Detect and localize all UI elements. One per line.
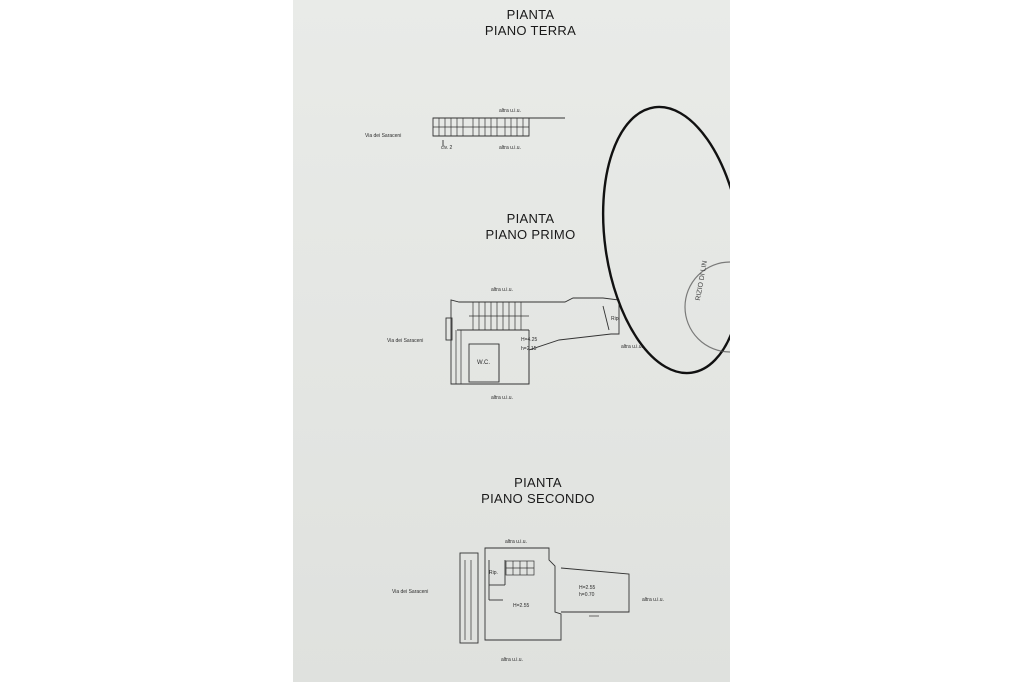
second-rip-label: Rip. <box>489 570 498 576</box>
ground-title-line2: PIANO TERRA <box>484 23 577 38</box>
ground-top-label: altra u.i.u. <box>499 108 521 114</box>
oval-annotation <box>601 105 730 375</box>
ground-title-line1: PIANTA <box>506 7 555 22</box>
floor-plan-sheet: PIANTA PIANO TERRA PIANTA PIANO PRIMO PI… <box>293 0 730 682</box>
second-street-label: Via dei Saraceni <box>392 589 429 595</box>
first-rip-label: Rip. <box>611 316 620 322</box>
first-bottom-label: altra u.i.u. <box>491 395 513 401</box>
ground-civic-label: civ. 2 <box>441 145 453 151</box>
second-right-label: altra u.i.u. <box>642 597 664 603</box>
second-right-height-1: H=2.55 <box>579 585 596 591</box>
first-floor-plan <box>445 297 620 385</box>
second-right-height-2: h=0.70 <box>579 592 595 598</box>
ground-street-label: Via dei Saraceni <box>365 133 402 139</box>
stamp-mark <box>684 261 730 353</box>
second-room-height: H=2.55 <box>513 603 530 609</box>
second-title-line2: PIANO SECONDO <box>481 491 595 506</box>
first-room-height-1: H=4.25 <box>521 337 538 343</box>
first-room-height-2: h=2.15 <box>521 346 537 352</box>
ground-bottom-label: altra u.i.u. <box>499 145 521 151</box>
first-title-line1: PIANTA <box>506 211 555 226</box>
first-street-label: Via dei Saraceni <box>387 338 424 344</box>
second-floor-title: PIANTA PIANO SECONDO <box>453 475 623 507</box>
ground-floor-title: PIANTA PIANO TERRA <box>453 7 608 39</box>
first-title-line2: PIANO PRIMO <box>485 227 576 242</box>
first-right-label: altra u.i.u. <box>621 344 643 350</box>
first-floor-title: PIANTA PIANO PRIMO <box>453 211 608 243</box>
ground-floor-plan <box>432 117 565 146</box>
second-bottom-label: altra u.i.u. <box>501 657 523 663</box>
wc-label: W.C. <box>477 360 490 366</box>
first-top-label: altra u.i.u. <box>491 287 513 293</box>
second-floor-plan <box>459 547 630 644</box>
second-top-label: altra u.i.u. <box>505 539 527 545</box>
plan-drawings <box>432 105 730 644</box>
second-title-line1: PIANTA <box>514 475 562 490</box>
